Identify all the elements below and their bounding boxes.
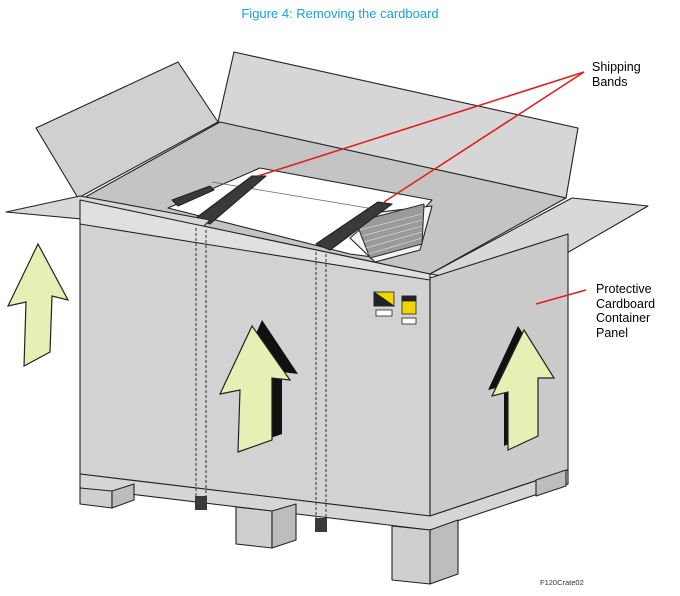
shipping-bands-label: Shipping Bands [592, 60, 641, 89]
pallet-block-front [391, 525, 431, 585]
pallet-block-left [79, 487, 113, 509]
figure-caption: Figure 4: Removing the cardboard [241, 6, 439, 21]
leader-band-1 [257, 71, 585, 177]
pallet-block-middle [235, 506, 273, 549]
leader-panel [535, 289, 587, 305]
band-clip-left [195, 496, 207, 510]
container-panel-label: Protective Cardboard Container Panel [596, 282, 656, 340]
up-arrow-outside [6, 242, 70, 368]
band-clip-right [315, 518, 327, 532]
figure-id: F120Crate02 [540, 578, 584, 587]
leader-band-2 [383, 71, 585, 203]
pallet-block-right [535, 469, 567, 497]
left-back-flap [35, 61, 219, 199]
shipping-band-right [315, 201, 393, 251]
up-arrow-front [218, 320, 298, 453]
up-arrow-side [488, 326, 556, 451]
warning-labels [373, 291, 417, 325]
